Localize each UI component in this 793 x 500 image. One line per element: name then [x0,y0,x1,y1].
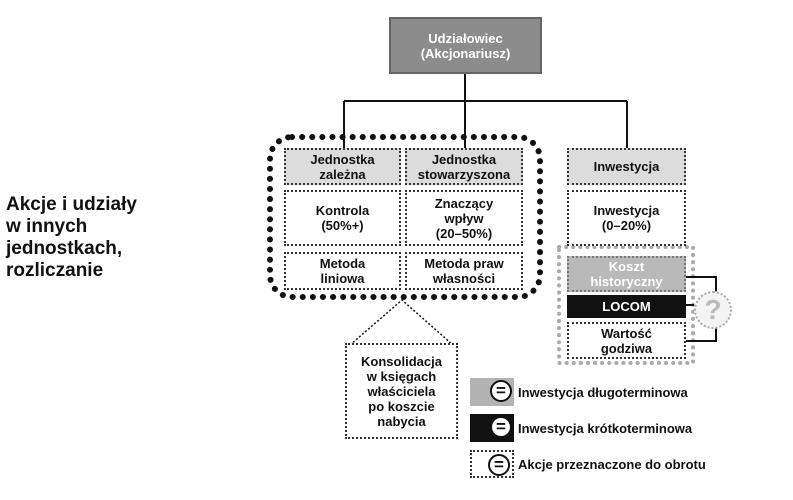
legend-label: Akcje przeznaczone do obrotu [518,456,706,472]
legend-label: Inwestycja długoterminowa [518,384,688,400]
root-node-shareholder: Udziałowiec (Akcjonariusz) [389,17,542,74]
callout-konsolidacja: Konsolidacja w księgach właściciela po k… [345,343,458,439]
legend-item-dlugoterminowa: = Inwestycja długoterminowa [470,377,688,407]
node-kontrola: Kontrola (50%+) [284,190,401,246]
legend-item-do-obrotu: = Akcje przeznaczone do obrotu [470,449,706,479]
node-inwestycja: Inwestycja [567,148,686,185]
equals-icon: = [490,416,512,438]
page-title: Akcje i udziały w innych jednostkach, ro… [6,194,137,281]
equals-icon: = [488,454,510,476]
equals-icon: = [490,380,512,402]
node-metoda-liniowa: Metoda liniowa [284,252,401,290]
question-mark-icon: ? [694,291,732,329]
legend-swatch-dotted: = [470,450,514,478]
node-wartosc-godziwa: Wartość godziwa [567,322,686,359]
node-jednostka-stowarzyszona: Jednostka stowarzyszona [405,148,523,185]
node-locom: LOCOM [567,295,686,318]
node-znaczacy-wplyw: Znaczący wpływ (20–50%) [405,190,523,246]
node-koszt-historyczny: Koszt historyczny [567,256,686,292]
legend-item-krotkoterminowa: = Inwestycja krótkoterminowa [470,413,692,443]
node-metoda-praw-wlasnosci: Metoda praw własności [405,252,523,290]
node-jednostka-zalezna: Jednostka zależna [284,148,401,185]
legend-swatch-grey: = [470,378,514,406]
legend-label: Inwestycja krótkoterminowa [518,420,693,436]
legend-swatch-black: = [470,414,514,442]
node-inwestycja-range: Inwestycja (0–20%) [567,190,686,246]
